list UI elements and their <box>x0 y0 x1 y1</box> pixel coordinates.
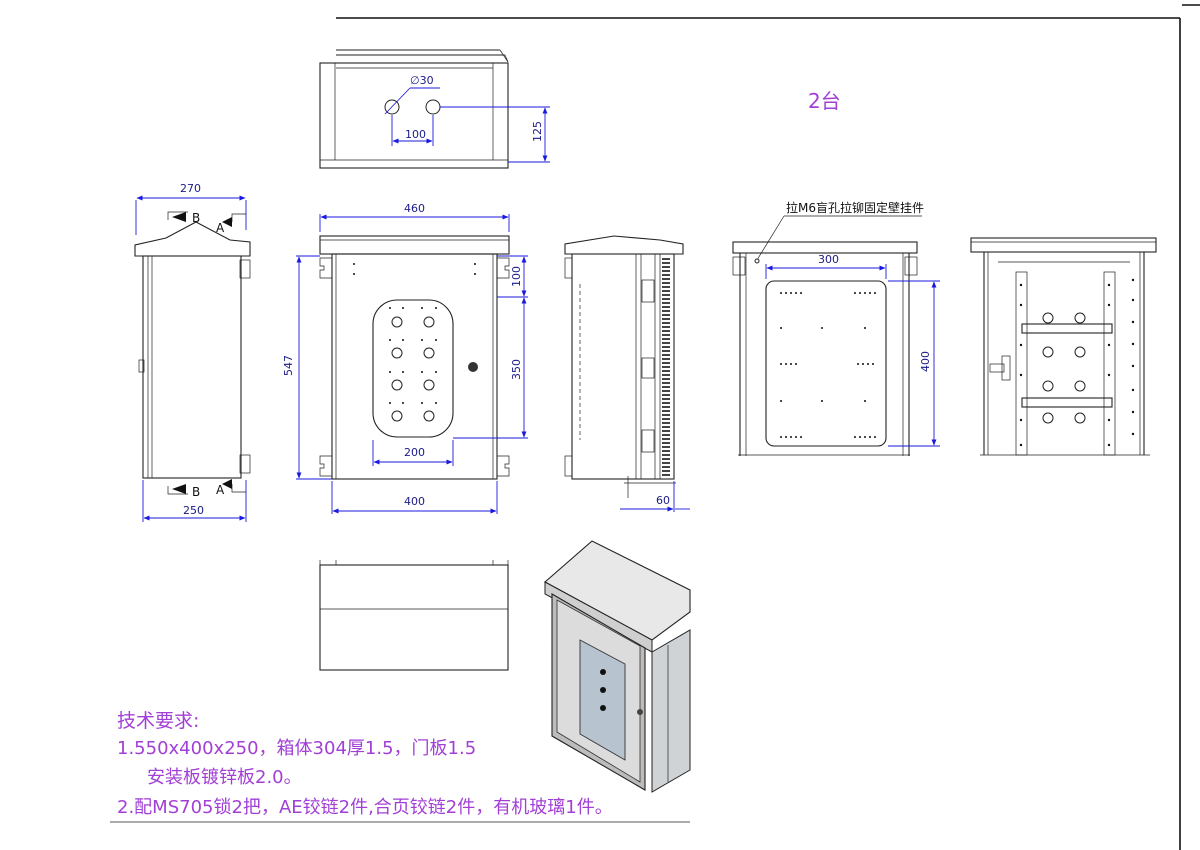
mounting-plate-view: 拉M6盲孔拉铆固定壁挂件 300 400 <box>732 200 940 456</box>
section-mark-a-top: A <box>216 221 225 235</box>
left-side-view: 270 B A B A 250 <box>134 182 251 522</box>
plate-rivet-dots <box>780 292 876 438</box>
dim-hole-diameter: ∅30 <box>410 74 434 87</box>
dim-window-width: 200 <box>404 446 425 459</box>
rivet-note: 拉M6盲孔拉铆固定壁挂件 <box>786 200 924 215</box>
cable-hole-right <box>425 99 441 115</box>
right-side-view: 60 <box>564 235 690 512</box>
door-screw-dots <box>353 263 476 275</box>
section-mark-a-bottom: A <box>216 483 225 497</box>
dim-depth-top: 270 <box>180 182 201 195</box>
dim-depth-bottom: 250 <box>183 504 204 517</box>
front-view: 460 <box>282 202 528 514</box>
top-view: 100 ∅30 125 <box>319 49 550 169</box>
dim-height: 547 <box>282 355 295 376</box>
quantity-note: 2台 <box>808 89 841 113</box>
interior-section-view <box>970 237 1157 456</box>
title-frame <box>110 4 1200 850</box>
dim-width-top: 460 <box>404 202 425 215</box>
dim-hole-spacing: 100 <box>405 128 426 141</box>
interior-holes <box>1042 312 1086 424</box>
dim-hole-offset: 125 <box>531 121 544 142</box>
glass-window <box>372 299 454 438</box>
bottom-view <box>319 560 509 671</box>
dim-window-height: 350 <box>510 359 523 380</box>
mounting-plate <box>765 280 887 447</box>
dim-top-margin: 100 <box>510 266 523 287</box>
tech-line-3: 2.配MS705锁2把，AE铰链2件,合页铰链2件，有机玻璃1件。 <box>117 797 613 818</box>
dim-bottom-width: 400 <box>404 495 425 508</box>
interior-rail-dots <box>1019 278 1135 447</box>
section-mark-b-top: B <box>192 211 200 225</box>
window-screw-dots <box>389 307 437 404</box>
section-mark-b-bottom: B <box>192 485 200 499</box>
isometric-view <box>544 540 691 793</box>
dim-rain-hood: 60 <box>656 494 670 507</box>
dim-plate-height: 400 <box>919 351 932 372</box>
mounting-holes <box>391 316 435 422</box>
tech-title: 技术要求: <box>117 710 199 732</box>
tech-line-2: 安装板镀锌板2.0。 <box>147 767 302 788</box>
lock-handle <box>468 362 478 372</box>
technical-requirements: 技术要求: 1.550x400x250，箱体304厚1.5，门板1.5 安装板镀… <box>117 710 613 818</box>
tech-line-1: 1.550x400x250，箱体304厚1.5，门板1.5 <box>117 738 476 759</box>
dim-plate-width: 300 <box>818 253 839 266</box>
